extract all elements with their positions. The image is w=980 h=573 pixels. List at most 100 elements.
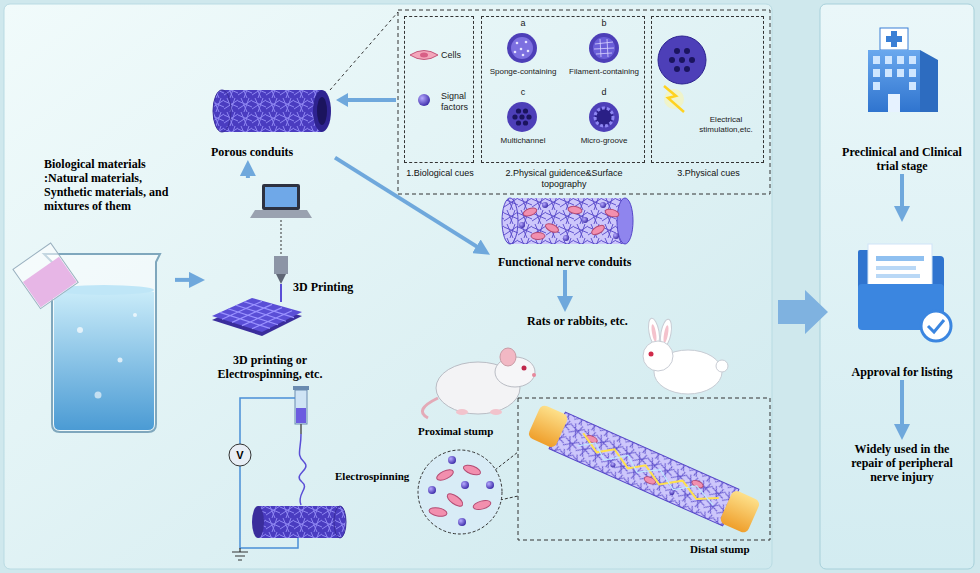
part-label: Proximal stump [418, 425, 513, 438]
electrical-conduit-icon [674, 48, 680, 54]
beaker-illustration [13, 243, 78, 309]
functional-conduit-figure [502, 198, 633, 244]
beaker-illustration [13, 243, 78, 309]
node-label: Micro-groove [565, 136, 643, 146]
porous-conduit-figure [222, 90, 322, 132]
hospital-icon [880, 28, 908, 50]
sponge-icon [522, 54, 525, 57]
porous-conduit-figure [317, 97, 327, 125]
hospital-icon [909, 82, 916, 90]
implant-zoom [527, 404, 569, 449]
right-panel [820, 4, 974, 569]
electrospinning-setup [334, 506, 346, 538]
flow-arrow [900, 174, 904, 216]
implant-zoom [495, 452, 518, 470]
electrospinning-setup [258, 506, 340, 538]
box-heading: 3.Physical cues [652, 168, 765, 179]
box-heading: 2.Physical guidence&Surface topography [482, 168, 646, 190]
electrospinning-setup [239, 548, 240, 552]
rat-figure [422, 398, 438, 418]
hospital-icon [920, 50, 938, 112]
beaker-illustration [133, 313, 137, 317]
rabbit-figure [662, 325, 669, 343]
implant-zoom [462, 463, 482, 477]
node-label: Functional nerve conduits [498, 255, 638, 269]
approval-icon [928, 320, 944, 332]
hospital-icon [886, 36, 902, 42]
electrospinning-setup [299, 434, 306, 505]
node-label: Preclinical and Clinical trial stage [842, 145, 962, 173]
node-label: Multichannel [483, 136, 563, 146]
micro-groove-icon [595, 108, 613, 126]
conduit-figure: Functional nerve conduits [490, 190, 640, 270]
box-heading: 1.Biological cues [405, 168, 475, 179]
multichannel-icon [519, 114, 524, 119]
micro-groove-icon [589, 102, 619, 132]
approval-icon [858, 244, 951, 341]
implant-zoom [428, 486, 436, 494]
hospital-icon [868, 28, 938, 112]
rat-figure [500, 348, 516, 366]
printer-figure [281, 220, 282, 256]
flow-arrow [900, 380, 904, 434]
electrical-conduit-icon [679, 57, 685, 63]
printer-figure [265, 187, 297, 207]
implant-zoom [435, 468, 455, 483]
electrical-conduit-icon [664, 89, 684, 109]
functional-conduit-figure [522, 206, 538, 217]
hospital-icon [897, 69, 904, 77]
functional-conduit-figure [502, 198, 518, 244]
functional-conduit-figure [544, 222, 560, 234]
stage-step: Preclinical and Clinical trial stage [838, 12, 966, 174]
printer-figure [262, 184, 300, 210]
implant-zoom [549, 412, 739, 526]
implant-zoom [518, 398, 770, 540]
functional-conduit-figure [590, 223, 606, 236]
rat-figure [532, 373, 536, 377]
multichannel-icon [523, 108, 528, 113]
main-panel [4, 4, 772, 569]
node-label: 3D printing or Electrospinning, etc. [205, 353, 335, 381]
sponge-icon [514, 51, 517, 54]
electrospinning-setup [296, 408, 306, 423]
approval-icon [921, 311, 951, 341]
flow-arrow [563, 270, 567, 306]
implant-zoom [448, 456, 456, 464]
hospital-icon [873, 56, 880, 64]
beaker-illustration [54, 287, 154, 430]
beaker-illustration [23, 257, 77, 308]
hospital-icon [909, 56, 916, 64]
multichannel-icon [516, 108, 521, 113]
node-label: Biological materials :Natural materials,… [44, 157, 172, 213]
node-label: a [482, 18, 564, 29]
node-label: b [564, 18, 644, 29]
implant-zoom [458, 518, 466, 526]
implant-zoom [445, 492, 464, 509]
scaffold-mesh [212, 298, 302, 336]
porous-conduit-figure [313, 90, 331, 132]
node-label: Filament-containing [565, 67, 643, 77]
rat-figure [456, 409, 468, 415]
node-label: Porous conduits [211, 145, 331, 159]
porous-conduit-figure [213, 90, 331, 132]
zoom-leader [330, 12, 398, 90]
hospital-icon [909, 69, 916, 77]
multichannel-icon [526, 114, 531, 119]
node-label: Rats or rabbits, etc. [515, 314, 640, 328]
node-label: Signal factors [441, 91, 474, 113]
multichannel-icon [507, 102, 537, 132]
flow-arrow [335, 158, 485, 252]
electrospinning-setup [295, 390, 307, 424]
panel-arrow [778, 290, 828, 334]
node-label: d [564, 87, 644, 98]
node-label: Sponge-containing [483, 67, 563, 77]
electrical-conduit-icon [664, 86, 684, 112]
implant-zoom [577, 435, 718, 508]
filament-icon [593, 37, 615, 59]
electrospinning-setup [229, 444, 251, 466]
cue-box: CellsSignal factors1.Biological cues [404, 16, 474, 163]
hospital-icon [885, 56, 892, 64]
